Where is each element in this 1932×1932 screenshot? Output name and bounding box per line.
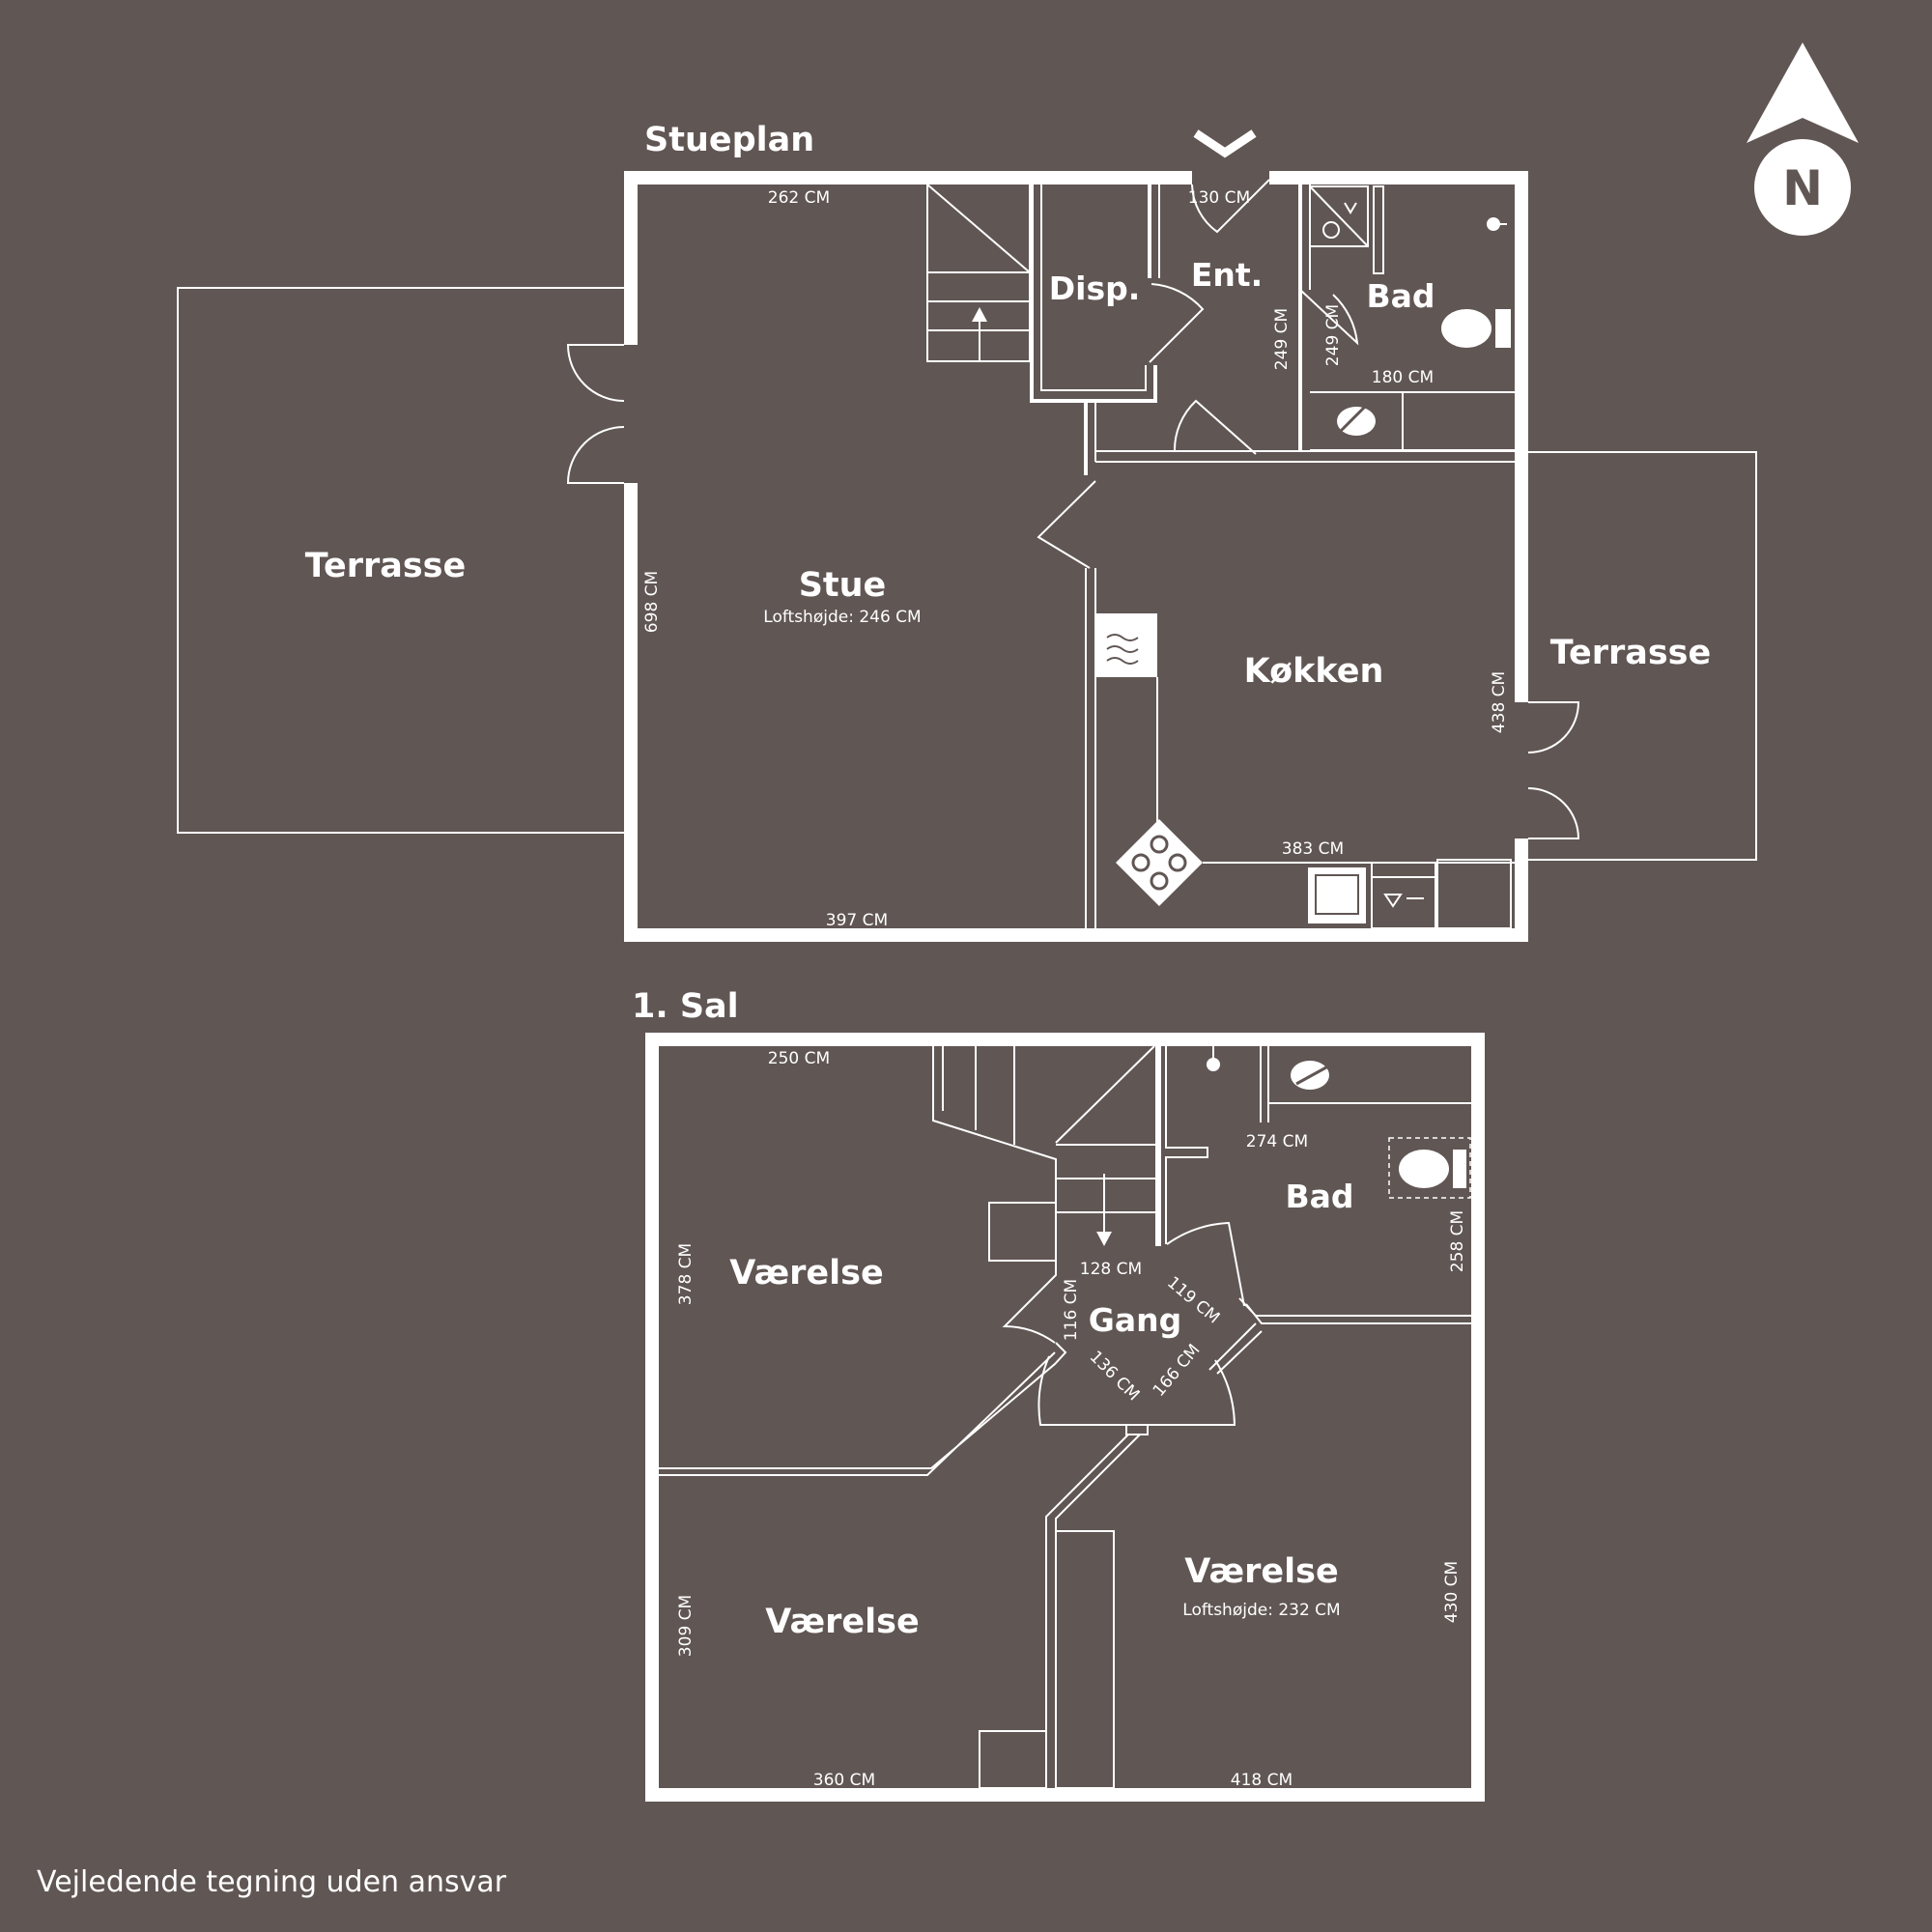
window-west	[625, 695, 637, 817]
washbasin-icon	[1337, 404, 1376, 436]
vaerelse-sw-label: Værelse	[765, 1603, 919, 1641]
entrance-arrow-icon	[1193, 129, 1257, 158]
shower-upper-icon	[1207, 1058, 1220, 1071]
compass-label: N	[1782, 160, 1823, 216]
upper-wall-bottom	[645, 1788, 1485, 1802]
ground-floor-title: Stueplan	[644, 121, 814, 159]
washing-machine-icon	[1309, 185, 1369, 247]
dishwasher-icon	[1371, 862, 1436, 929]
stue-ceiling-label: Loftshøjde: 246 CM	[763, 608, 921, 627]
disp-walls	[1030, 185, 1157, 403]
dim-ground-ent-height: 249 CM	[1272, 308, 1292, 370]
window-upper-sw	[646, 1527, 658, 1655]
bad-door	[1299, 289, 1359, 346]
oven-icon	[1095, 613, 1157, 677]
bad-label-ground: Bad	[1366, 277, 1435, 315]
ground-wall-top-left	[624, 171, 1192, 185]
terrasse-west-label: Terrasse	[305, 547, 467, 585]
stue-label: Stue	[799, 566, 887, 605]
terrasse-east-outline	[1523, 451, 1757, 861]
upper-diag-wall	[1045, 1434, 1141, 1788]
ent-kitchen-door	[1173, 399, 1257, 455]
toilet-upper-icon	[1388, 1137, 1471, 1199]
dim-ground-bad-height: 249 CM	[1323, 304, 1343, 366]
dim-ground-kokken-width: 383 CM	[1282, 839, 1344, 859]
sink-icon	[1308, 867, 1366, 923]
terrasse-west-outline	[177, 287, 624, 834]
ground-floor: Stueplan	[177, 121, 1757, 942]
bad-label-upper: Bad	[1285, 1178, 1353, 1215]
ground-wall-bottom	[624, 928, 1528, 942]
disp-door	[1149, 283, 1205, 363]
upper-wall-left	[645, 1033, 659, 1802]
compass: N	[1747, 43, 1859, 236]
kokken-label: Køkken	[1244, 652, 1384, 691]
washbasin-upper-icon	[1291, 1061, 1336, 1090]
vaerelse-se-ceiling-label: Loftshøjde: 232 CM	[1182, 1601, 1340, 1620]
stairs-upper	[932, 1045, 1157, 1265]
gang-east-wall	[1208, 1322, 1263, 1375]
dim-upper-bad-height: 258 CM	[1448, 1210, 1467, 1272]
dim-ground-kokken-height: 438 CM	[1490, 671, 1509, 733]
dim-ground-top-left: 262 CM	[768, 188, 830, 208]
ground-wall-right-upper	[1515, 171, 1528, 702]
upper-wall-top	[645, 1033, 1485, 1046]
compass-disc	[1754, 139, 1851, 236]
fridge-icon	[1436, 859, 1512, 929]
gang-label: Gang	[1089, 1301, 1181, 1339]
upper-wardrobe	[1055, 1530, 1115, 1789]
door-west-terrace	[566, 344, 625, 484]
dim-upper-top-left: 250 CM	[768, 1049, 830, 1068]
upper-wall-right	[1471, 1033, 1485, 1802]
bad-upper-lower-wall	[1238, 1297, 1471, 1324]
window-upper-nw	[646, 1242, 658, 1365]
window-east-kitchen	[1516, 472, 1527, 600]
dim-upper-bottom-left: 360 CM	[813, 1771, 875, 1790]
stove-icon	[1116, 819, 1203, 906]
dim-ground-bad-width: 180 CM	[1372, 368, 1434, 387]
disclaimer: Vejledende tegning uden ansvar	[37, 1865, 507, 1899]
dim-upper-se-height: 430 CM	[1442, 1561, 1462, 1623]
stairs-ground	[926, 184, 1031, 362]
vaerelse-nw-label: Værelse	[729, 1254, 883, 1293]
dim-upper-bottom-right: 418 CM	[1231, 1771, 1293, 1790]
dim-ground-stue-height: 698 CM	[642, 571, 662, 633]
dim-upper-gang-w: 116 CM	[1062, 1279, 1081, 1341]
dim-upper-gang-se: 166 CM	[1150, 1341, 1205, 1401]
upper-closet	[979, 1730, 1047, 1789]
window-upper-bad	[1472, 1139, 1484, 1199]
disp-label: Disp.	[1049, 270, 1141, 307]
dim-upper-gang-sw: 136 CM	[1086, 1348, 1144, 1406]
ent-label: Ent.	[1191, 256, 1263, 294]
dim-upper-bad-width: 274 CM	[1246, 1132, 1308, 1151]
bad-shower-wall	[1373, 185, 1384, 274]
dim-ground-bottom: 397 CM	[826, 911, 888, 930]
ground-wall-left-lower	[624, 483, 638, 942]
dim-upper-nw-height: 378 CM	[676, 1243, 696, 1305]
window-east-bath	[1516, 304, 1527, 356]
gang-nw-door	[659, 1342, 1067, 1476]
entrance-door	[1191, 179, 1270, 234]
gang-upper-wall	[1002, 1265, 1057, 1344]
door-east-terrace	[1527, 701, 1580, 839]
upper-floor: 1. Sal	[632, 987, 1485, 1802]
window-upper-se	[1472, 1562, 1484, 1690]
toilet-icon	[1441, 309, 1511, 348]
dim-upper-gang-top: 128 CM	[1080, 1260, 1142, 1279]
ground-wall-right-lower	[1515, 838, 1528, 942]
terrasse-east-label: Terrasse	[1550, 634, 1712, 672]
ground-wall-left-upper	[624, 171, 638, 345]
upper-floor-title: 1. Sal	[632, 987, 739, 1026]
dim-upper-sw-height: 309 CM	[676, 1595, 696, 1657]
bad-upper-door	[1166, 1221, 1245, 1307]
vaerelse-se-label: Værelse	[1184, 1552, 1338, 1591]
ground-wall-top-right	[1269, 171, 1528, 185]
dim-ground-entrance: 130 CM	[1188, 188, 1250, 208]
north-arrow-icon	[1747, 43, 1859, 143]
